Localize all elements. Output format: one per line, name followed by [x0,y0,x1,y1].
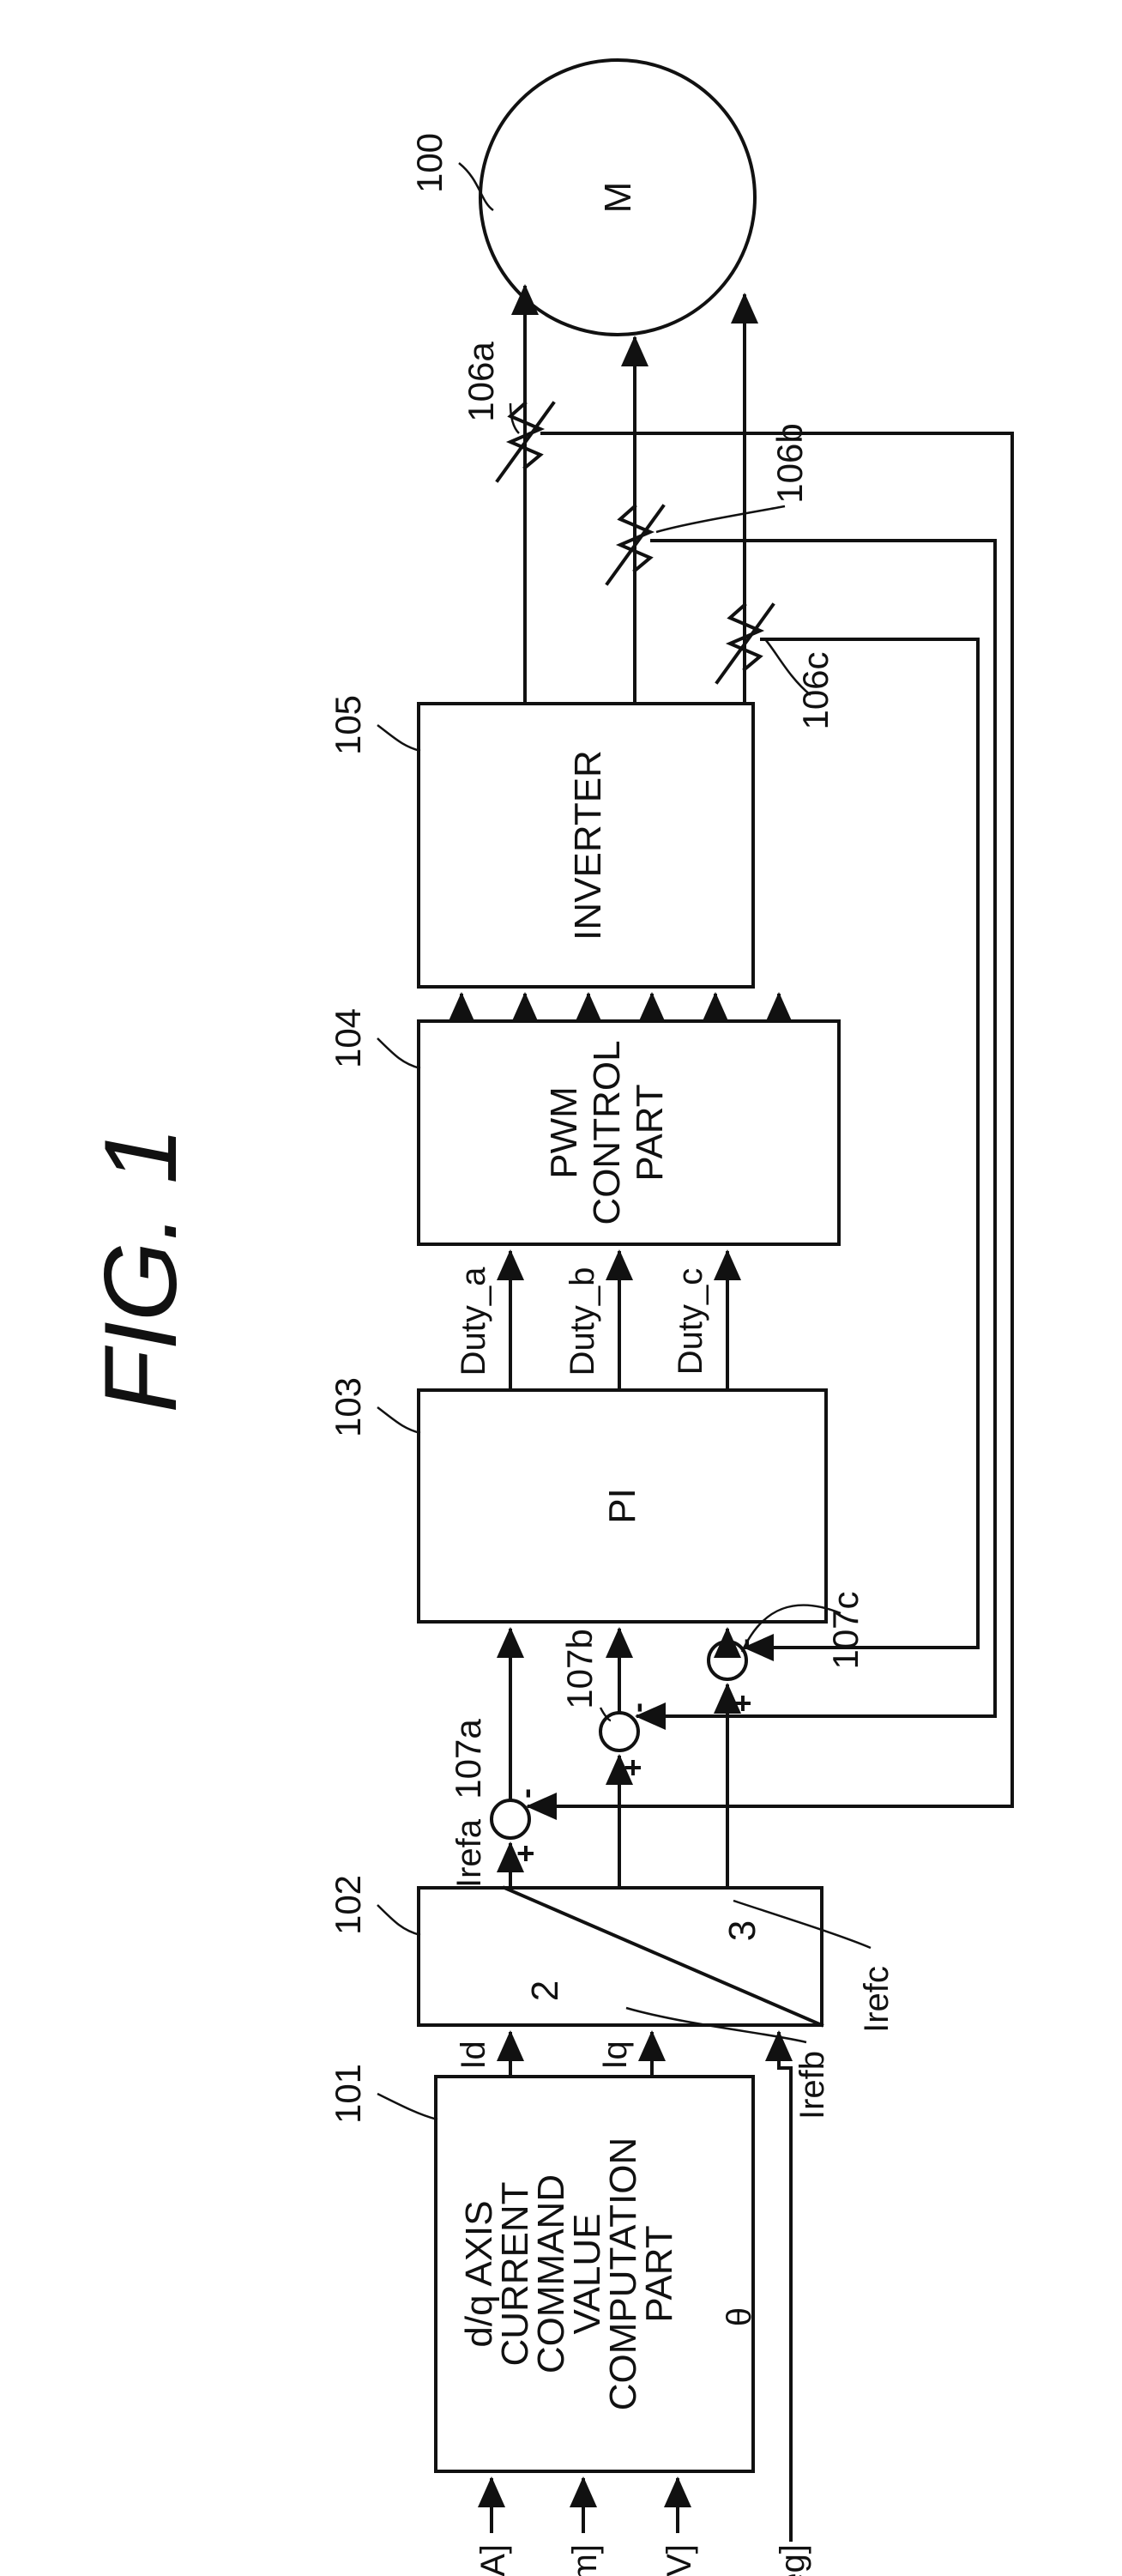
svg-text:PART: PART [629,1084,671,1181]
sign-minus-b: - [619,1702,654,1713]
current-sensor-b [605,504,666,586]
converter-diagonal [502,1885,824,2028]
sign-plus-b: + [615,1758,650,1776]
converter-label-out: 3 [721,1920,763,1941]
theta-label: θ [721,2307,758,2326]
motor-label: M [597,182,639,214]
computation-label: d/q AXIS CURRENT COMMAND VALUE COMPUTATI… [458,2138,680,2411]
motor-ref: 100 [409,133,449,193]
sensor-ref-a: 106a [461,342,501,422]
sign-minus-a: - [508,1788,543,1799]
duty-label-a: Duty_a [455,1267,492,1376]
id-label: Id [455,2041,492,2069]
svg-text:CURRENT: CURRENT [494,2181,536,2366]
svg-text:PWM: PWM [543,1086,585,1179]
svg-text:d/q AXIS: d/q AXIS [458,2200,500,2347]
pi-block [417,1388,828,1624]
computation-ref: 101 [328,2064,368,2124]
sign-plus-c: + [725,1694,760,1712]
converter-block [417,1886,823,2027]
pwm-leader [377,1037,421,1070]
summer-ref-c: 107c [825,1591,866,1669]
irefb-label: Irefb [793,2051,831,2119]
inverter-label: INVERTER [567,750,609,940]
svg-text:COMMAND: COMMAND [530,2174,572,2373]
converter-leader [377,1904,421,1937]
gate-signals [448,992,793,1023]
input-label-vr: Vr [V] [661,2544,698,2576]
inverter-ref: 105 [328,695,368,755]
sensor-ref-b: 106b [769,423,810,503]
irefa-label: Irefa [450,1818,488,1888]
irefc-label: Irefc [858,1966,896,2033]
iq-label: Iq [596,2041,634,2069]
converter-ref: 102 [328,1875,368,1935]
computation-leader [377,2092,438,2121]
feedback-line-a [526,432,1014,1820]
irefc-leader [733,1899,872,1950]
converter-label-in: 2 [524,1980,566,2001]
feedback-line-c [743,638,980,1661]
current-sensor-a [495,401,556,483]
pi-leader [377,1406,421,1435]
svg-text:PART: PART [638,2225,680,2322]
motor-circle [479,58,757,336]
sensor-leader-c [764,638,811,696]
theta-line [765,2030,793,2542]
sign-plus-a: + [508,1844,543,1862]
computation-block [434,2075,755,2473]
pwm-ref: 104 [328,1008,368,1068]
pwm-block [417,1019,841,1246]
input-label-ireft: Ireft [A] [474,2544,512,2576]
duty-label-c: Duty_c [672,1268,709,1376]
inverter-block [417,702,755,989]
duty-label-b: Duty_b [564,1267,601,1376]
svg-text:VALUE: VALUE [566,2213,608,2334]
summer-ref-b: 107b [559,1629,600,1708]
sensor-leader-b [655,505,786,534]
pwm-label: PWM CONTROL PART [543,1040,671,1225]
input-label-theta: θ [deg] [774,2544,811,2576]
figure-title: FIG. 1 [83,1127,198,1412]
pi-label: PI [601,1488,643,1524]
svg-text:COMPUTATION: COMPUTATION [602,2138,644,2411]
sensor-leader-a [509,402,520,434]
current-sensor-c [715,602,775,685]
pi-ref: 103 [328,1377,368,1437]
summer-leader-b [599,1707,612,1722]
summer-a [490,1799,531,1840]
feedback-line-b [635,539,997,1730]
svg-text:CONTROL: CONTROL [586,1040,628,1225]
inverter-leader [377,724,421,753]
input-label-n: n [rpm] [566,2544,604,2576]
sensor-ref-c: 106c [795,651,835,729]
summer-ref-a: 107a [448,1719,488,1799]
motor-leader [458,162,494,212]
